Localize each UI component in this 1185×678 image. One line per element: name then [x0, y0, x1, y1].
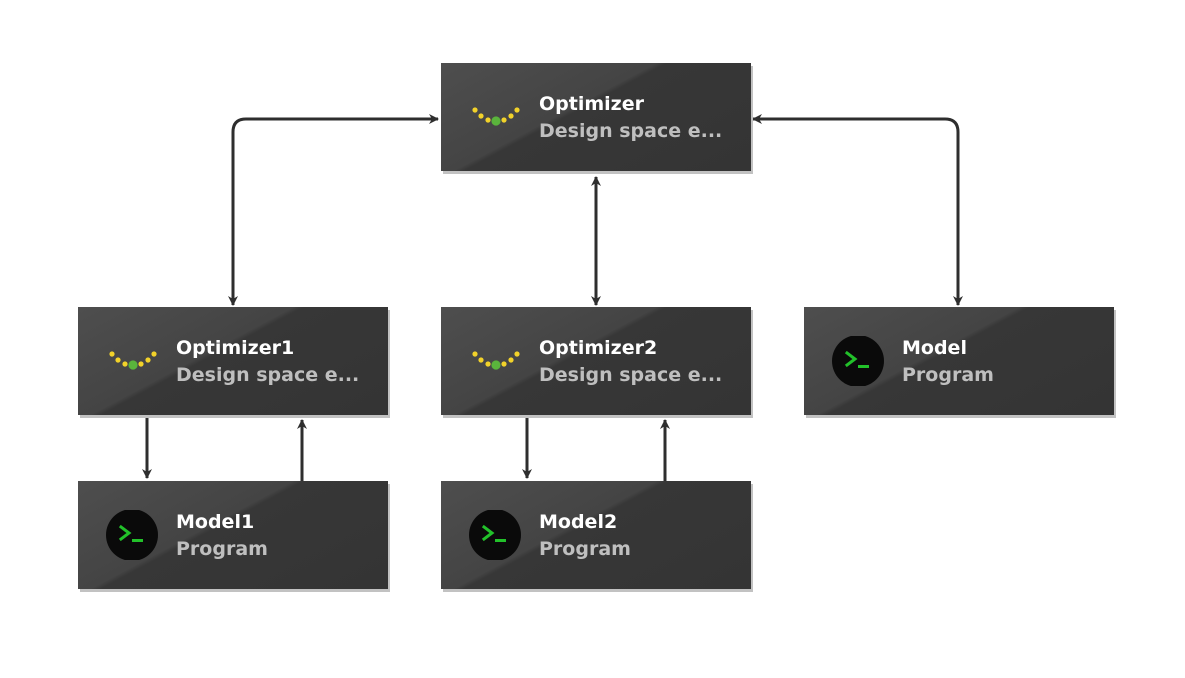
node-model2[interactable]: Model2 Program: [441, 481, 751, 589]
terminal-icon: [104, 510, 160, 560]
node-subtitle: Program: [176, 538, 268, 560]
node-title: Model1: [176, 511, 255, 533]
node-title: Model: [902, 337, 967, 359]
node-subtitle: Design space e...: [539, 120, 723, 142]
node-subtitle: Design space e...: [539, 364, 723, 386]
node-subtitle: Program: [539, 538, 631, 560]
node-optimizer1[interactable]: Optimizer1 Design space e...: [78, 307, 388, 415]
node-subtitle: Design space e...: [176, 364, 360, 386]
node-subtitle: Program: [902, 364, 994, 386]
edge-optimizer-model: [752, 114, 963, 306]
edge-optimizer-optimizer1: [228, 114, 439, 306]
node-model[interactable]: Model Program: [804, 307, 1114, 415]
optimizer-dots-icon: [467, 336, 523, 386]
node-model1[interactable]: Model1 Program: [78, 481, 388, 589]
node-title: Optimizer1: [176, 337, 295, 359]
node-title: Optimizer: [539, 93, 644, 115]
optimizer-dots-icon: [104, 336, 160, 386]
optimizer-dots-icon: [467, 92, 523, 142]
node-title: Optimizer2: [539, 337, 658, 359]
terminal-icon: [830, 336, 886, 386]
terminal-icon: [467, 510, 523, 560]
node-optimizer[interactable]: Optimizer Design space e...: [441, 63, 751, 171]
node-title: Model2: [539, 511, 618, 533]
node-optimizer2[interactable]: Optimizer2 Design space e...: [441, 307, 751, 415]
